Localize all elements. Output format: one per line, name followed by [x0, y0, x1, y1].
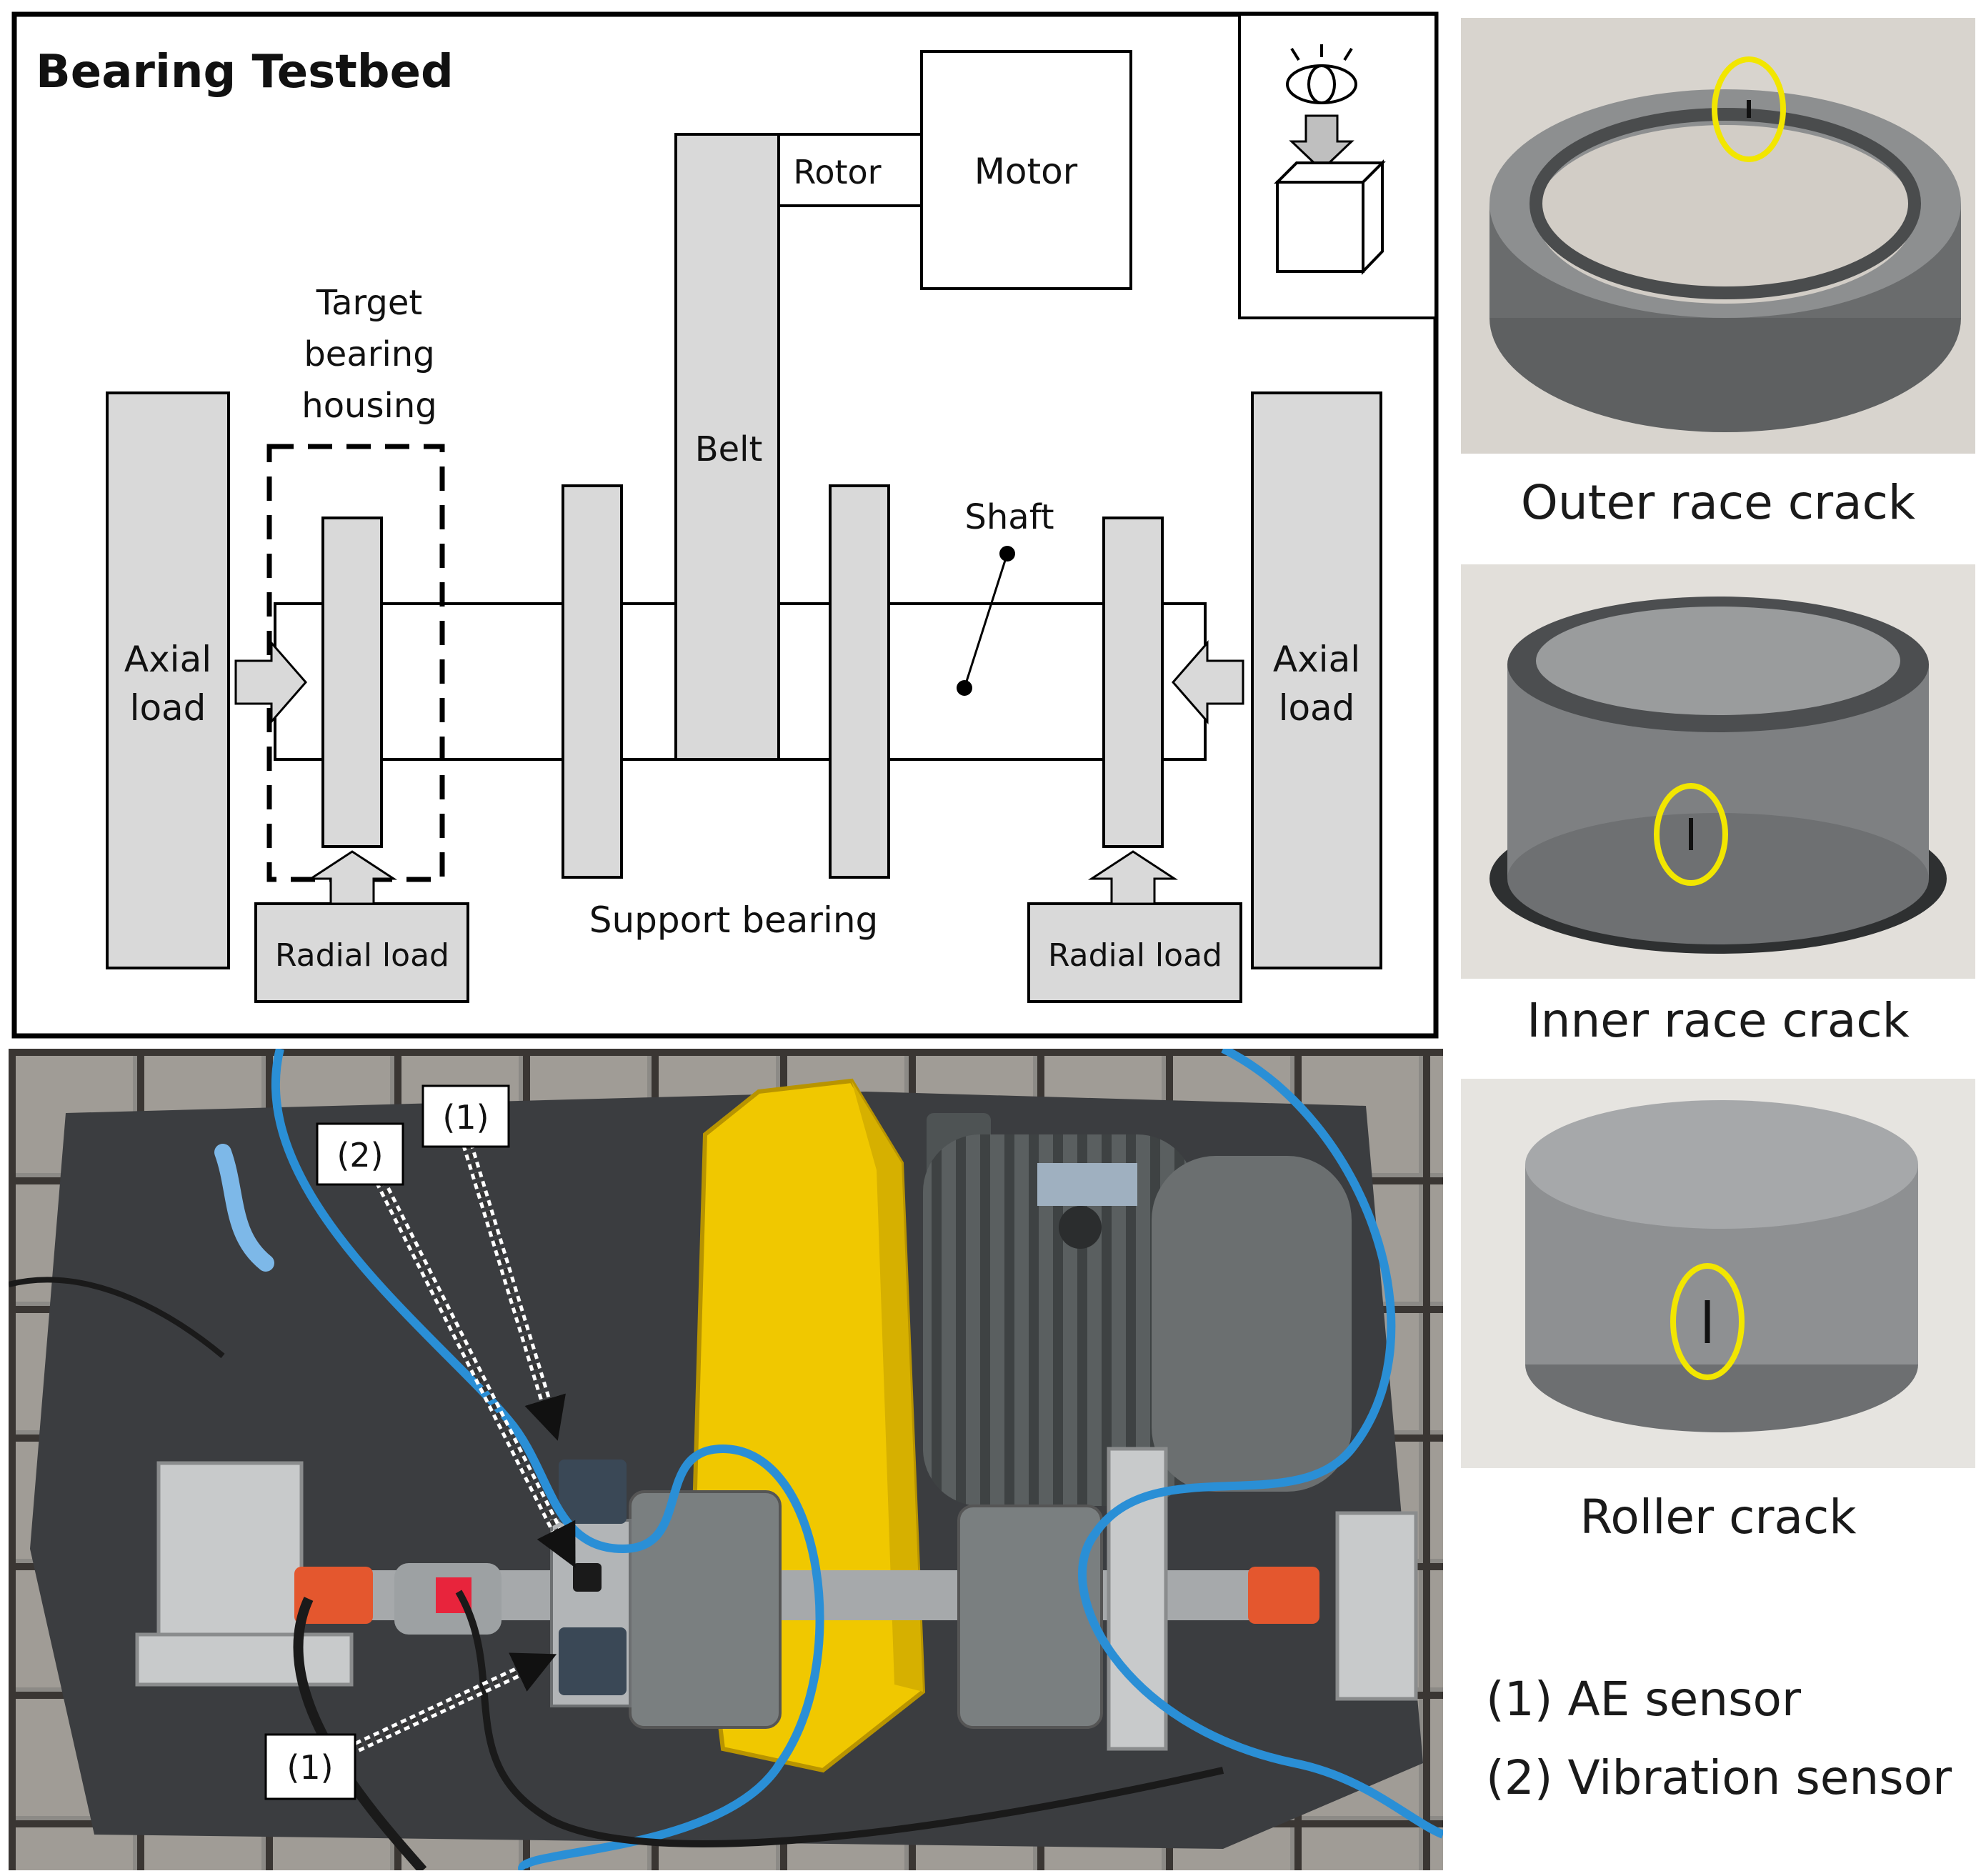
hose-left [271, 1049, 824, 1870]
testbed-photo: (1) (2) (1) [9, 1049, 1443, 1870]
axial-load-right [1251, 391, 1382, 969]
legend-vibration-sensor: (2) Vibration sensor [1486, 1750, 1952, 1805]
target-label-line2: bearing [304, 334, 434, 374]
support-bearing-right [829, 484, 890, 879]
radial-load-right [1027, 902, 1242, 1003]
ae-sensor-top [559, 1460, 627, 1524]
belt [674, 133, 780, 761]
outer-crack-highlight [1712, 56, 1786, 162]
wrench-handle [214, 1144, 274, 1272]
motor-label: Motor [974, 151, 1078, 192]
shaft-leader-line [963, 553, 1009, 689]
shaft-leader-dot-top [999, 546, 1015, 562]
axial-load-left-line2: load [130, 687, 206, 729]
outer-race-crack-photo [1461, 18, 1975, 454]
motor [923, 1113, 1352, 1506]
right-actuator [1248, 1567, 1319, 1624]
support-bearing-left [562, 484, 623, 879]
target-label-line3: housing [301, 386, 436, 426]
left-load-frame-base [135, 1632, 354, 1687]
schematic-title: Bearing Testbed [36, 46, 454, 99]
photo-support-bearing-left [629, 1490, 782, 1729]
left-actuator [294, 1567, 373, 1624]
callout-box-top-2 [316, 1122, 404, 1186]
radial-arrow-left [306, 850, 398, 905]
radial-load-left [254, 902, 469, 1003]
outer-race-crack-caption: Outer race crack [1520, 475, 1916, 530]
radial-arrow-right [1087, 850, 1179, 905]
roller-top [1525, 1100, 1918, 1229]
callout-arrow-bottom-1 [329, 1652, 557, 1762]
eye-inspection-icon [1238, 13, 1437, 319]
inner-race-crack-caption: Inner race crack [1527, 993, 1910, 1048]
axial-load-right-line2: load [1279, 687, 1355, 729]
cable-2 [455, 1590, 1224, 1847]
target-label-line1: Target [316, 283, 423, 323]
axial-arrow-left [234, 640, 307, 724]
inner-race-crack-photo [1461, 564, 1975, 979]
shaft-leader-dot-bottom [957, 680, 972, 696]
legend-ae-sensor: (1) AE sensor [1486, 1672, 1802, 1727]
belt-guard-side [852, 1081, 923, 1692]
rotor-label: Rotor [793, 153, 881, 191]
photo-support-bearing-right [957, 1505, 1103, 1729]
inner-ring-bore [1536, 607, 1900, 715]
support-bearing-label: Support bearing [589, 899, 879, 941]
callout-arrow-top-2 [360, 1144, 576, 1568]
target-bearing-housing [266, 444, 445, 882]
right-end-frame [1335, 1511, 1418, 1701]
callout-box-bottom-1 [264, 1733, 356, 1800]
bearing-testbed-schematic: Bearing Testbed Motor Rotor Belt Support… [11, 11, 1439, 1039]
hose-right [1078, 1049, 1443, 1839]
left-load-frame [156, 1461, 304, 1651]
target-bearing [321, 517, 383, 848]
callout-label-top-2: (2) [336, 1136, 383, 1174]
callout-box-top-1 [421, 1084, 510, 1148]
outer-ring-bore [1536, 125, 1915, 304]
loaded-bearing-right [1102, 517, 1164, 848]
callout-label-bottom-1: (1) [286, 1748, 333, 1787]
cable-3 [9, 1277, 225, 1359]
inner-crack-highlight [1654, 783, 1728, 886]
rotor-box [777, 133, 923, 207]
vibration-sensor [573, 1563, 602, 1592]
roller-crack-caption: Roller crack [1580, 1490, 1857, 1545]
axial-arrow-right [1172, 640, 1244, 724]
axial-load-left [106, 391, 230, 969]
belt-label: Belt [695, 429, 763, 469]
axial-load-right-line1: Axial [1273, 639, 1360, 680]
ae-sensor-bottom [559, 1627, 627, 1695]
radial-load-left-label: Radial load [275, 937, 449, 974]
axial-load-left-line1: Axial [124, 639, 211, 680]
motor-box [920, 50, 1132, 290]
shaft-label: Shaft [964, 497, 1054, 537]
radial-load-right-label: Radial load [1048, 937, 1222, 974]
callout-label-top-1: (1) [442, 1098, 489, 1137]
roller-crack-photo [1461, 1079, 1975, 1468]
roller-crack-highlight [1670, 1263, 1745, 1380]
